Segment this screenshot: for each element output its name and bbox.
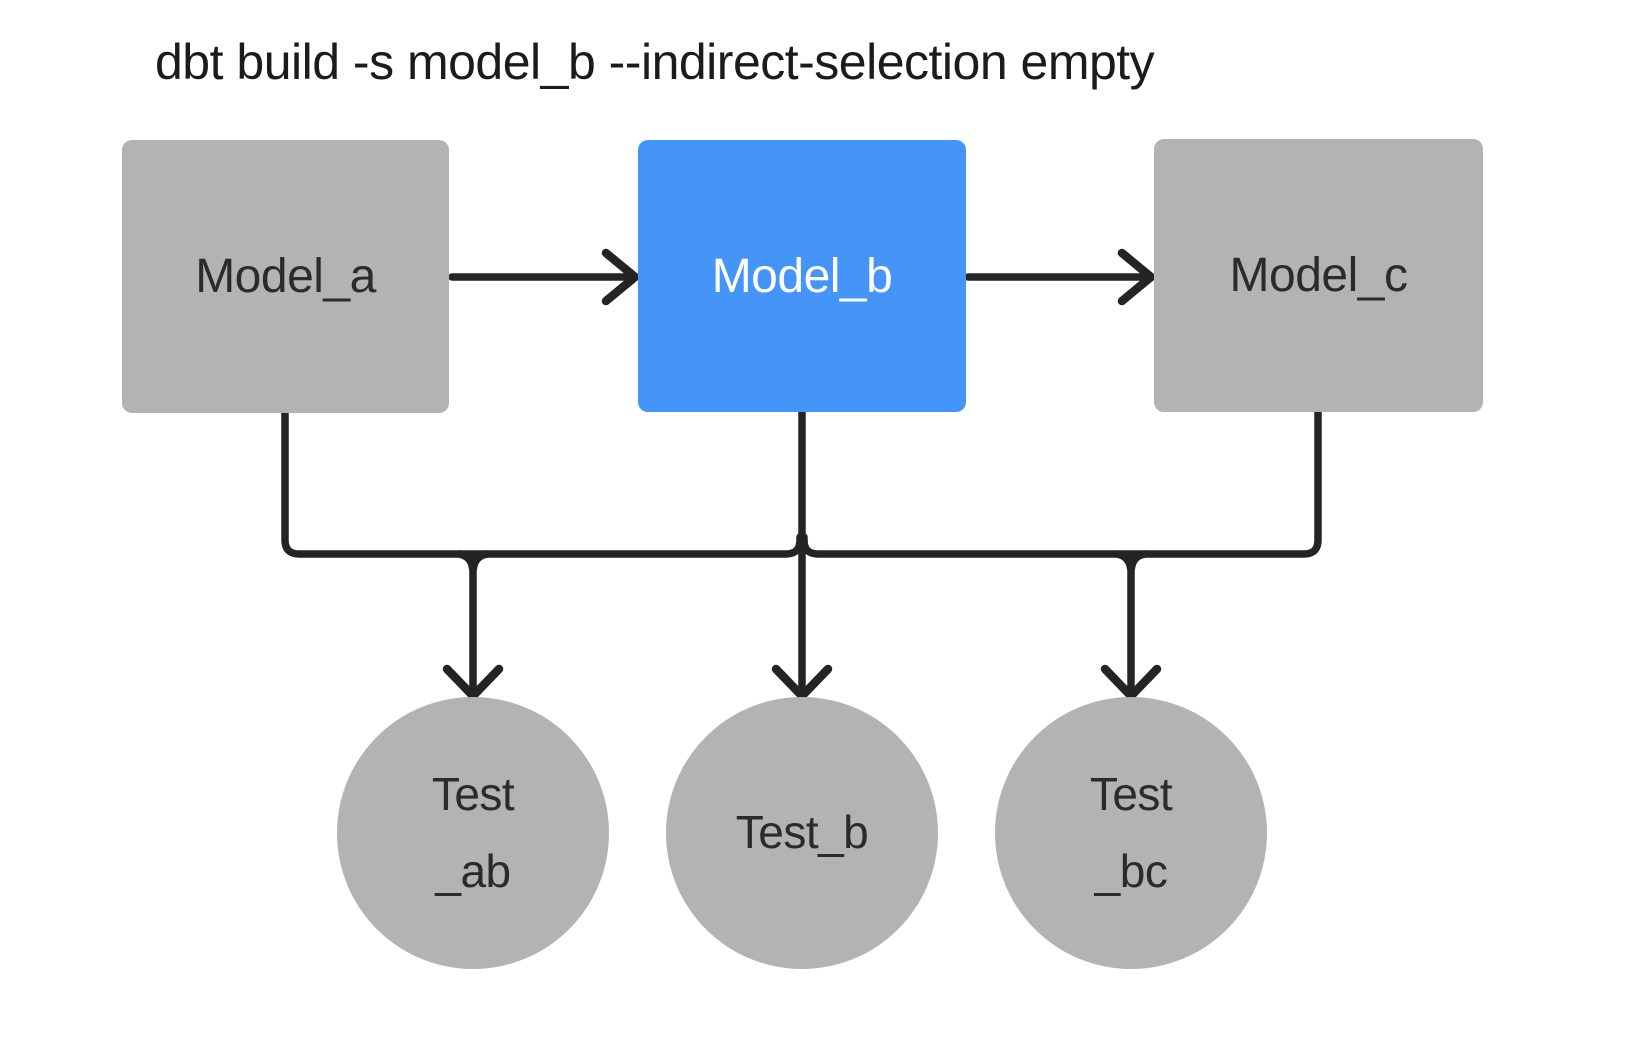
node-test-b-label-line1: Test_b — [735, 806, 869, 859]
edge-model-a-to-model-b-arrowhead-icon — [601, 248, 642, 306]
node-test-ab: Test _ab — [337, 697, 609, 969]
node-test-ab-label-line2: _ab — [435, 845, 511, 897]
node-model-a: Model_a — [122, 140, 449, 413]
edge-to-test-b-arrowhead-icon — [771, 664, 833, 703]
edge-model-b-to-model-c-arrowhead-icon — [1117, 248, 1158, 306]
diagram-title: dbt build -s model_b --indirect-selectio… — [155, 34, 1155, 90]
edge-model-a-bus-line — [281, 409, 804, 558]
node-model-c-label: Model_c — [1229, 249, 1408, 302]
node-test-bc-label-line2: _bc — [1094, 845, 1168, 897]
node-test-b: Test_b — [666, 697, 938, 969]
node-test-bc: Test _bc — [995, 697, 1267, 969]
node-test-bc-label-line1: Test — [1089, 767, 1173, 820]
edge-model-c-bus-line — [800, 408, 1322, 558]
node-test-ab-label-line1: Test — [431, 767, 515, 820]
edge-to-test-ab-arrowhead-icon — [442, 664, 504, 703]
node-model-a-label: Model_a — [195, 250, 376, 303]
node-model-b: Model_b — [638, 140, 966, 412]
node-model-c: Model_c — [1154, 139, 1483, 412]
node-model-b-label: Model_b — [711, 249, 893, 303]
edge-to-test-bc-arrowhead-icon — [1100, 664, 1162, 703]
